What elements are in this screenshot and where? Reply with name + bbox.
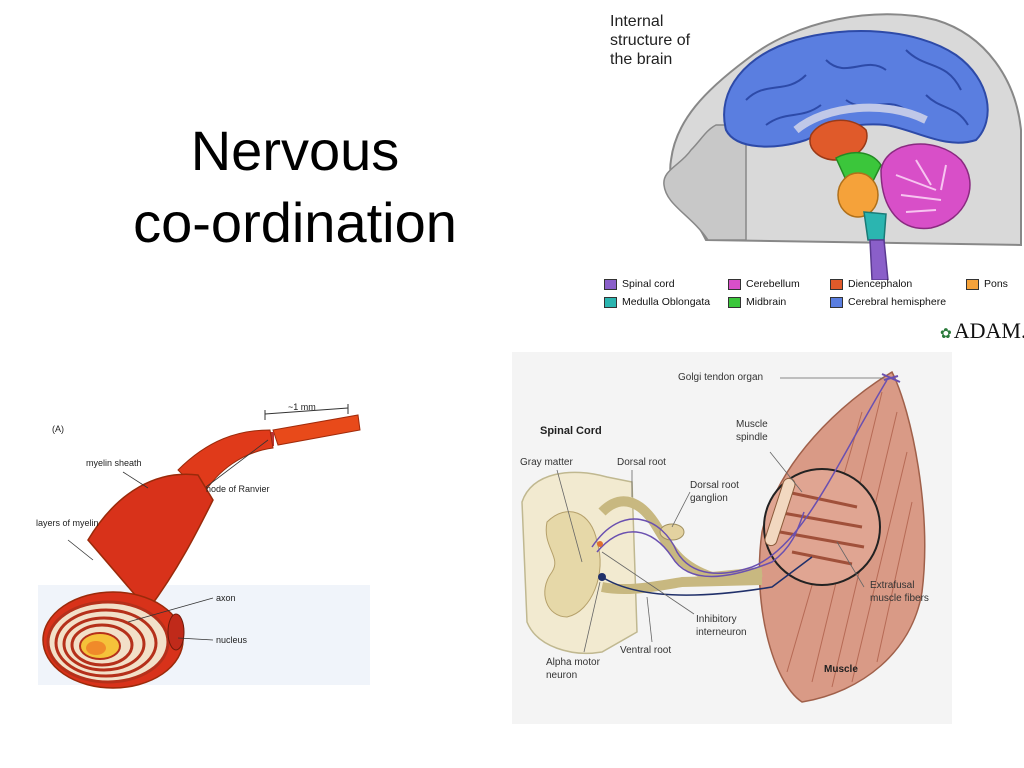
legend-item-spinal-cord: Spinal cord (604, 278, 675, 290)
label-dorsal-root-ganglion-2: ganglion (690, 493, 728, 504)
brain-illustration (663, 13, 1022, 281)
label-alpha-motor: Alpha motor (546, 657, 601, 668)
title-line-2: co-ordination (133, 191, 457, 254)
legend-label: Medulla Oblongata (622, 296, 711, 308)
legend-item-cerebellum: Cerebellum (728, 278, 800, 290)
legend-item-cerebral-hemisphere: Cerebral hemisphere (830, 296, 946, 308)
label-dorsal-root-ganglion: Dorsal root (690, 480, 739, 491)
legend-swatch (830, 296, 843, 308)
label-gray-matter: Gray matter (520, 457, 573, 468)
legend-swatch (728, 278, 741, 290)
legend-swatch (604, 278, 617, 290)
label-golgi-tendon-organ: Golgi tendon organ (678, 372, 763, 383)
reflex-arc-diagram: Golgi tendon organ Spinal Cord Muscle sp… (512, 352, 952, 724)
label-alpha-motor-2: neuron (546, 670, 577, 681)
label-nucleus: nucleus (216, 635, 248, 645)
label-spinal-cord: Spinal Cord (540, 425, 602, 437)
label-muscle: Muscle (824, 664, 858, 675)
label-node-of-ranvier: node of Ranvier (206, 484, 270, 494)
scale-label: ~1 mm (288, 402, 316, 412)
legend-label: Spinal cord (622, 278, 675, 290)
legend-label: Pons (984, 278, 1008, 290)
legend-swatch (604, 296, 617, 308)
label-inhibitory: Inhibitory (696, 614, 737, 625)
reflex-illustration: Golgi tendon organ Spinal Cord Muscle sp… (512, 352, 952, 724)
adam-logo: ✿ADAM. (940, 318, 1024, 344)
brain-title: Internal structure of the brain (610, 13, 691, 68)
panel-label: (A) (52, 424, 64, 434)
label-axon: axon (216, 593, 236, 603)
slide-title: Nervous co-ordination (60, 115, 530, 259)
legend-label: Cerebral hemisphere (848, 296, 947, 308)
label-inhibitory-2: interneuron (696, 627, 747, 638)
label-muscle-spindle-2: spindle (736, 432, 768, 443)
legend-label: Diencephalon (848, 278, 913, 290)
brain-legend: Spinal cord Cerebellum Diencephalon Pons… (604, 278, 1024, 318)
leaf-icon: ✿ (940, 327, 952, 342)
myelin-neuron-diagram: (A) ~1 mm myelin sheath node of Ranvier … (28, 400, 370, 695)
legend-label: Midbrain (746, 296, 787, 308)
label-muscle-spindle: Muscle (736, 419, 768, 430)
legend-swatch (830, 278, 843, 290)
title-line-1: Nervous (190, 119, 400, 182)
label-layers-of-myelin: layers of myelin (36, 518, 99, 528)
adam-brand-text: ADAM. (953, 318, 1024, 343)
neuron-illustration: (A) ~1 mm myelin sheath node of Ranvier … (28, 400, 370, 695)
label-extrafusal: Extrafusal (870, 580, 914, 591)
label-myelin-sheath: myelin sheath (86, 458, 142, 468)
legend-swatch (728, 296, 741, 308)
legend-item-diencephalon: Diencephalon (830, 278, 912, 290)
label-extrafusal-2: muscle fibers (870, 593, 929, 604)
brain-diagram: Internal structure of the brain Spinal c… (596, 0, 1024, 345)
legend-label: Cerebellum (746, 278, 800, 290)
label-ventral-root: Ventral root (620, 645, 671, 656)
legend-item-midbrain: Midbrain (728, 296, 786, 308)
legend-item-pons: Pons (966, 278, 1008, 290)
label-dorsal-root: Dorsal root (617, 457, 666, 468)
legend-swatch (966, 278, 979, 290)
legend-item-medulla: Medulla Oblongata (604, 296, 710, 308)
